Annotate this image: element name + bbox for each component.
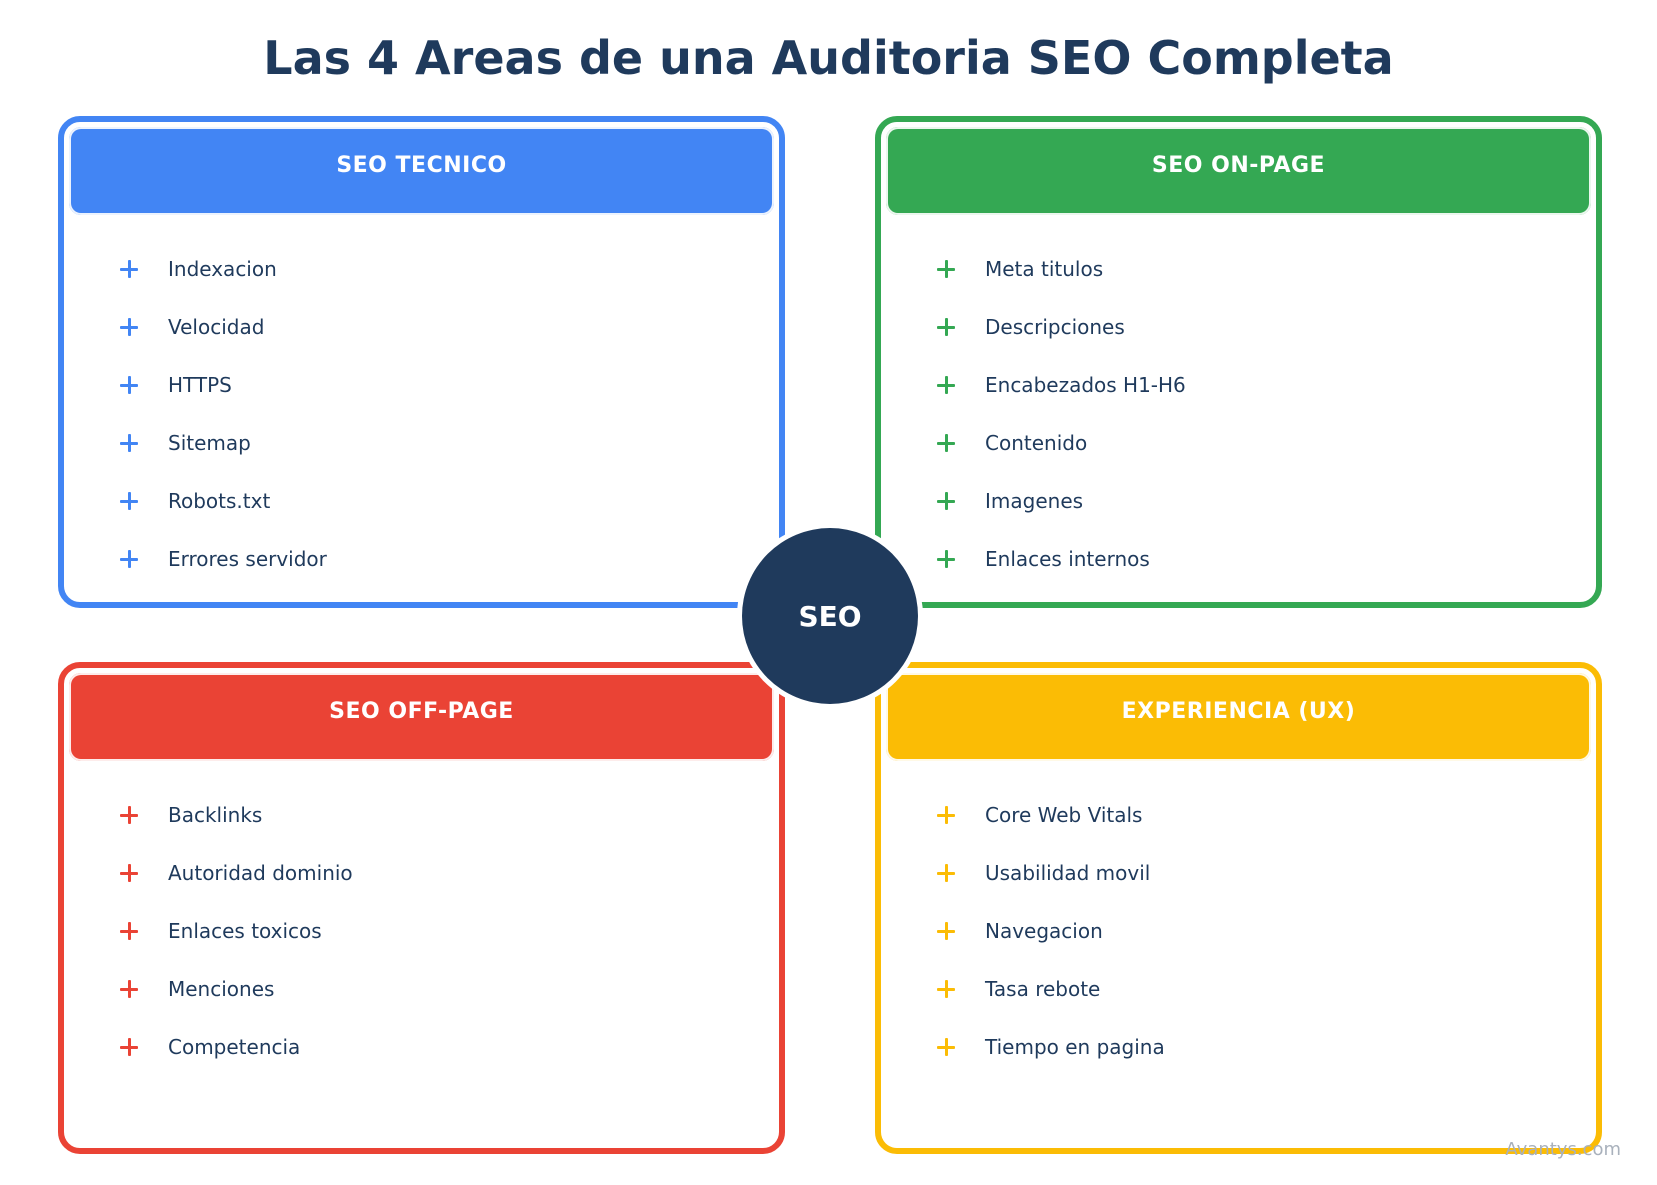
- item-label: HTTPS: [168, 373, 232, 397]
- item-label: Core Web Vitals: [985, 803, 1143, 827]
- item-label: Velocidad: [168, 315, 265, 339]
- center-label: SEO: [798, 599, 862, 633]
- plus-icon: [120, 1038, 138, 1056]
- plus-icon: [937, 922, 955, 940]
- item-label: Descripciones: [985, 315, 1125, 339]
- item-label: Autoridad dominio: [168, 861, 353, 885]
- plus-icon: [120, 806, 138, 824]
- plus-icon: [120, 260, 138, 278]
- center-badge: SEO: [742, 528, 918, 704]
- item-label: Imagenes: [985, 489, 1084, 513]
- card-header: SEO TECNICO: [69, 127, 774, 215]
- plus-icon: [120, 864, 138, 882]
- item-label: Meta titulos: [985, 257, 1104, 281]
- item-label: Enlaces toxicos: [168, 919, 322, 943]
- list-item: Autoridad dominio: [120, 844, 353, 902]
- list-item: Tasa rebote: [937, 960, 1165, 1018]
- item-label: Encabezados H1-H6: [985, 373, 1186, 397]
- plus-icon: [937, 376, 955, 394]
- list-item: Tiempo en pagina: [937, 1018, 1165, 1076]
- watermark: Avantys.com: [1505, 1139, 1621, 1160]
- list-item: Errores servidor: [120, 530, 327, 588]
- plus-icon: [937, 980, 955, 998]
- plus-icon: [120, 922, 138, 940]
- list-item: Descripciones: [937, 298, 1186, 356]
- plus-icon: [937, 492, 955, 510]
- list-item: Sitemap: [120, 414, 327, 472]
- plus-icon: [937, 864, 955, 882]
- list-item: Robots.txt: [120, 472, 327, 530]
- card-title: SEO TECNICO: [336, 153, 507, 178]
- item-label: Robots.txt: [168, 489, 271, 513]
- list-item: Enlaces toxicos: [120, 902, 353, 960]
- plus-icon: [120, 492, 138, 510]
- item-label: Errores servidor: [168, 547, 327, 571]
- item-label: Usabilidad movil: [985, 861, 1151, 885]
- plus-icon: [937, 260, 955, 278]
- list-item: Encabezados H1-H6: [937, 356, 1186, 414]
- center-circle: SEO: [737, 523, 923, 709]
- item-label: Menciones: [168, 977, 275, 1001]
- list-item: Navegacion: [937, 902, 1165, 960]
- card-header: EXPERIENCIA (UX): [886, 673, 1591, 761]
- plus-icon: [120, 434, 138, 452]
- plus-icon: [937, 318, 955, 336]
- item-label: Backlinks: [168, 803, 263, 827]
- list-item: Enlaces internos: [937, 530, 1186, 588]
- card-header: SEO ON-PAGE: [886, 127, 1591, 215]
- plus-icon: [937, 1038, 955, 1056]
- item-label: Tasa rebote: [985, 977, 1101, 1001]
- item-label: Contenido: [985, 431, 1088, 455]
- plus-icon: [937, 550, 955, 568]
- list-item: Menciones: [120, 960, 353, 1018]
- list-item: Competencia: [120, 1018, 353, 1076]
- card-title: SEO OFF-PAGE: [329, 699, 514, 724]
- list-item: Indexacion: [120, 240, 327, 298]
- plus-icon: [120, 980, 138, 998]
- list-item: Core Web Vitals: [937, 786, 1165, 844]
- list-item: Backlinks: [120, 786, 353, 844]
- plus-icon: [120, 376, 138, 394]
- card-title: EXPERIENCIA (UX): [1121, 699, 1356, 724]
- card-header: SEO OFF-PAGE: [69, 673, 774, 761]
- plus-icon: [937, 806, 955, 824]
- list-item: Usabilidad movil: [937, 844, 1165, 902]
- list-item: HTTPS: [120, 356, 327, 414]
- page-title: Las 4 Areas de una Auditoria SEO Complet…: [263, 31, 1394, 85]
- list-item: Velocidad: [120, 298, 327, 356]
- card-title: SEO ON-PAGE: [1151, 153, 1326, 178]
- item-label: Navegacion: [985, 919, 1103, 943]
- list-item: Imagenes: [937, 472, 1186, 530]
- item-label: Enlaces internos: [985, 547, 1150, 571]
- item-label: Competencia: [168, 1035, 301, 1059]
- item-label: Tiempo en pagina: [985, 1035, 1165, 1059]
- list-item: Contenido: [937, 414, 1186, 472]
- item-label: Sitemap: [168, 431, 251, 455]
- plus-icon: [120, 318, 138, 336]
- plus-icon: [937, 434, 955, 452]
- list-item: Meta titulos: [937, 240, 1186, 298]
- item-label: Indexacion: [168, 257, 277, 281]
- plus-icon: [120, 550, 138, 568]
